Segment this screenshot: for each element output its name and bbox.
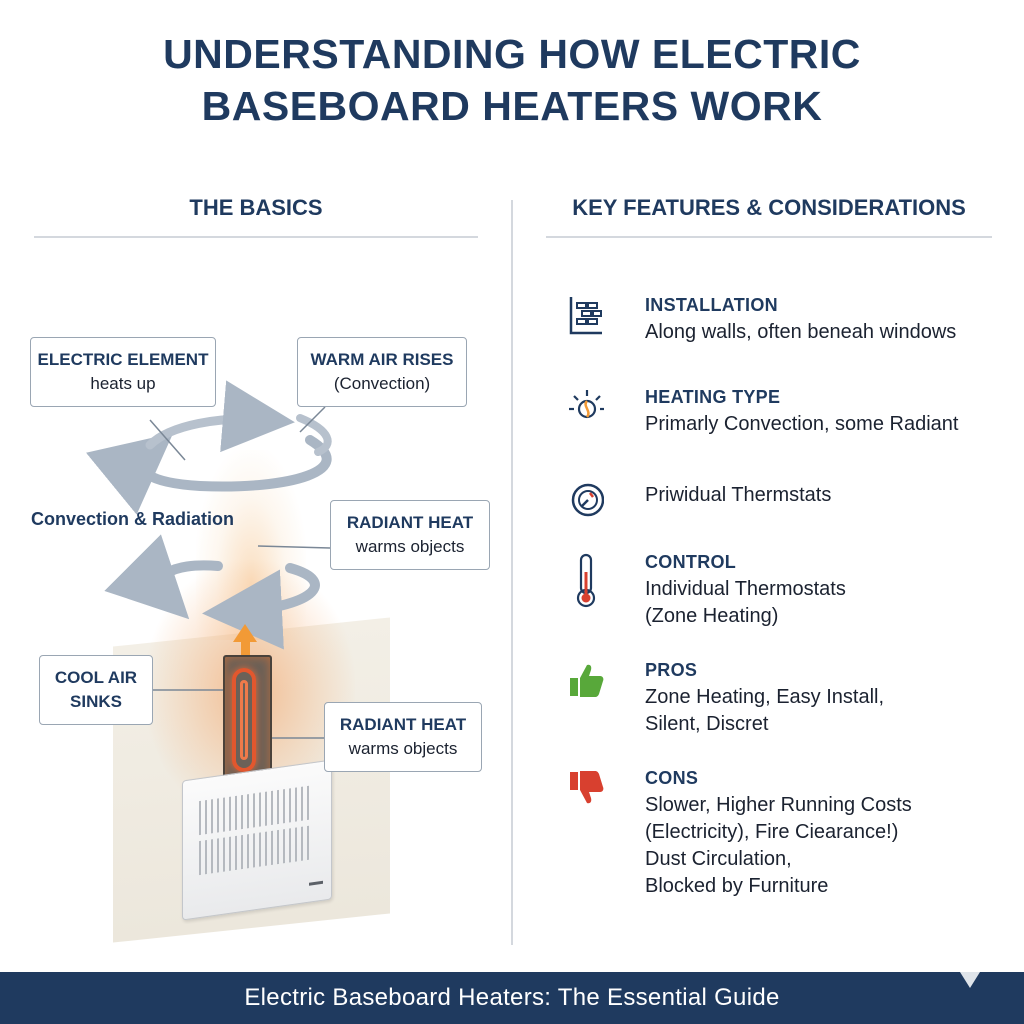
- features-rule: [546, 236, 992, 238]
- dial-icon: [571, 483, 604, 517]
- feature-pros: PROS Zone Heating, Easy Install, Silent,…: [568, 660, 1008, 740]
- feature-heating-type-desc: Primarly Convection, some Radiant: [645, 413, 959, 435]
- feature-pros-desc: Zone Heating, Easy Install, Silent, Disc…: [645, 686, 885, 735]
- heating-coil-inner: [240, 680, 248, 760]
- leader-warm-air: [299, 406, 326, 433]
- feature-installation-title: INSTALLATION: [645, 295, 778, 315]
- label-cool-air-sub: SINKS: [70, 692, 122, 711]
- feature-control: CONTROL Individual Thermostats (Zone Hea…: [568, 552, 1008, 632]
- feature-installation: INSTALLATION Along walls, often beneah w…: [568, 295, 1008, 355]
- thermometer-icon: [576, 553, 596, 608]
- heating-coil: [232, 668, 256, 772]
- label-radiant-lower: RADIANT HEAT warms objects: [324, 702, 482, 772]
- features-heading: KEY FEATURES & CONSIDERATIONS: [572, 195, 966, 220]
- title-line-2: BASEBOARD HEATERS WORK: [201, 83, 823, 129]
- label-radiant-upper-sub: warms objects: [355, 537, 465, 556]
- feature-cons-title: CONS: [645, 768, 699, 788]
- feature-thermostats-desc: Priwidual Thermstats: [645, 484, 832, 506]
- lower-loop-arrow-left: [104, 534, 223, 620]
- label-electric-element-sub: heats up: [90, 374, 156, 393]
- label-electric-element: ELECTRIC ELEMENT heats up: [30, 337, 216, 407]
- label-warm-air: WARM AIR RISES (Convection): [297, 337, 467, 407]
- page-title: UNDERSTANDING HOW ELECTRIC BASEBOARD HEA…: [0, 28, 1024, 132]
- feature-installation-desc: Along walls, often beneah windows: [645, 321, 957, 343]
- heater-vent-lower: [199, 825, 309, 876]
- heater-badge: [309, 880, 323, 886]
- label-cool-air: COOL AIR SINKS: [39, 655, 153, 725]
- feature-cons: CONS Slower, Higher Running Costs (Elect…: [568, 768, 1008, 898]
- sun-heat-icon: [569, 390, 604, 419]
- label-radiant-upper-head: RADIANT HEAT: [346, 513, 474, 532]
- rising-heat-arrow-shaft: [241, 640, 250, 662]
- leader-electric-element: [149, 419, 186, 461]
- rising-heat-arrow-head: [233, 624, 257, 642]
- basics-heading: THE BASICS: [189, 195, 323, 220]
- label-radiant-lower-sub: warms objects: [348, 739, 458, 758]
- feature-heating-type: HEATING TYPE Primarly Convection, some R…: [568, 387, 1008, 447]
- lower-loop-arrow-right: [202, 563, 320, 650]
- convection-arrows: [85, 380, 332, 739]
- upper-loop-arrow-right: [296, 414, 332, 456]
- upper-loop-arrow-front: [85, 432, 332, 515]
- feature-thermostats: Priwidual Thermstats: [568, 480, 1008, 520]
- thumbs-up-icon: [570, 664, 604, 697]
- label-cool-air-head: COOL AIR: [54, 668, 138, 687]
- label-radiant-upper: RADIANT HEAT warms objects: [330, 500, 490, 570]
- label-warm-air-head: WARM AIR RISES: [310, 350, 454, 369]
- upper-loop-arrow-back: [145, 380, 295, 453]
- footer-corner-notch: [960, 972, 980, 988]
- leader-radiant-upper: [257, 545, 331, 549]
- feature-control-desc: Individual Thermostats (Zone Heating): [645, 578, 846, 627]
- brick-wall-icon: [569, 297, 602, 335]
- feature-heating-type-title: HEATING TYPE: [645, 387, 781, 407]
- column-divider: [511, 200, 513, 945]
- feature-cons-desc: Slower, Higher Running Costs (Electricit…: [645, 794, 912, 897]
- label-warm-air-sub: (Convection): [333, 374, 431, 393]
- label-radiant-lower-head: RADIANT HEAT: [339, 715, 467, 734]
- label-electric-element-head: ELECTRIC ELEMENT: [37, 350, 209, 369]
- title-line-1: UNDERSTANDING HOW ELECTRIC: [163, 31, 861, 77]
- basics-rule: [34, 236, 478, 238]
- thumbs-down-icon: [570, 771, 604, 804]
- footer-banner: Electric Baseboard Heaters: The Essentia…: [0, 972, 1024, 1024]
- label-convection-radiation: Convection & Radiation: [31, 509, 235, 529]
- feature-control-title: CONTROL: [645, 552, 737, 572]
- feature-pros-title: PROS: [645, 660, 698, 680]
- baseboard-heater: [182, 759, 332, 921]
